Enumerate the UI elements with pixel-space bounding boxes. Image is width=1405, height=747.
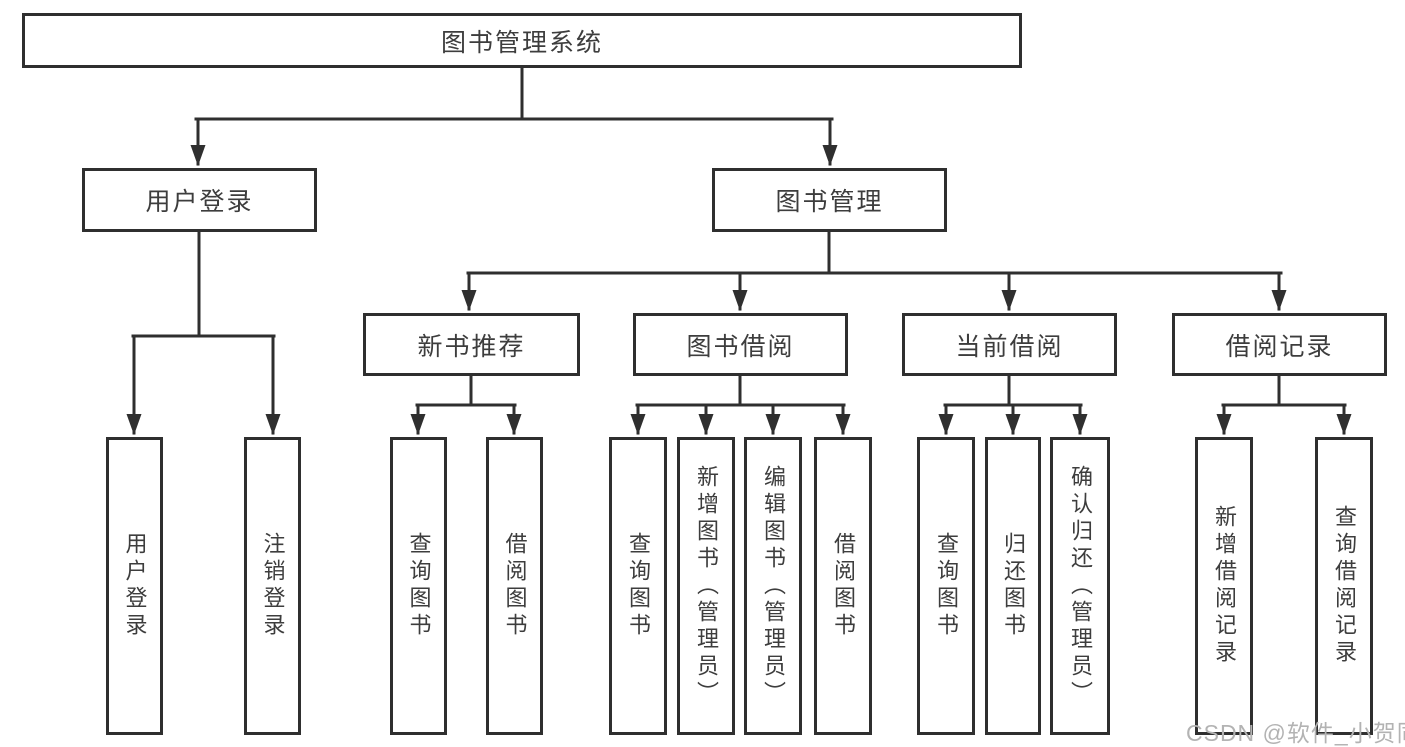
leaf-return-book: 归还图书 [985, 437, 1041, 735]
leaf-user-login: 用户登录 [106, 437, 163, 735]
leaf-borrow-book: 借阅图书 [814, 437, 872, 735]
node-book-management: 图书管理 [712, 168, 947, 232]
leaf-query-book-borrow: 查询图书 [609, 437, 667, 735]
node-new-book-recommend: 新书推荐 [363, 313, 580, 376]
leaf-logout: 注销登录 [244, 437, 301, 735]
leaf-query-book-current: 查询图书 [917, 437, 975, 735]
node-borrow-record: 借阅记录 [1172, 313, 1387, 376]
leaf-query-book-recommend: 查询图书 [390, 437, 447, 735]
leaf-add-book-admin: 新增图书（管理员） [677, 437, 735, 735]
leaf-borrow-book-recommend: 借阅图书 [486, 437, 543, 735]
node-library-system: 图书管理系统 [22, 13, 1022, 68]
leaf-edit-book-admin: 编辑图书（管理员） [744, 437, 802, 735]
node-book-borrow: 图书借阅 [633, 313, 848, 376]
leaf-query-borrow-record: 查询借阅记录 [1315, 437, 1373, 735]
watermark: CSDN @软件_小贺同学 [1186, 720, 1405, 746]
node-user-login: 用户登录 [82, 168, 317, 232]
leaf-add-borrow-record: 新增借阅记录 [1195, 437, 1253, 735]
node-current-borrow: 当前借阅 [902, 313, 1117, 376]
leaf-confirm-return-admin: 确认归还（管理员） [1050, 437, 1110, 735]
